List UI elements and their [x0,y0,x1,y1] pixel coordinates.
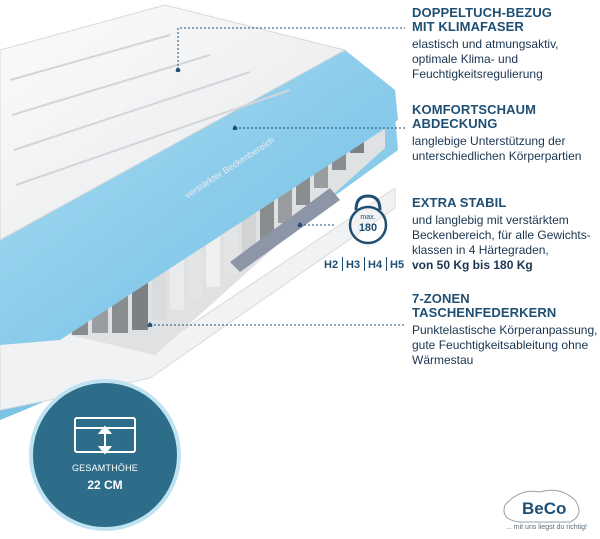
feature-foam: KOMFORTSCHAUM ABDECKUNG langlebige Unter… [412,103,598,164]
feature-description: und langlebig mit verstärktem Beckenbere… [412,213,591,272]
top-cover [0,4,347,241]
feature-title: DOPPELTUCH-BEZUG MIT KLIMAFASER [412,5,553,34]
hardness-h5: H5 [390,259,405,271]
feature-description: langlebige Unterstützung der unterschied… [412,134,582,163]
leader-line-cover [177,27,405,70]
height-badge-circle [29,379,181,531]
feature-springs: 7-ZONEN TASCHENFEDERKERN Punktelastische… [412,292,598,368]
feature-description: Punktelastische Körperanpassung, gute Fe… [412,323,598,367]
feature-cover: DOPPELTUCH-BEZUG MIT KLIMAFASER elastisc… [412,6,598,82]
hardness-h2: H2 [324,259,339,271]
hardness-h3: H3 [346,259,361,271]
kettlebell-icon [348,194,388,245]
feature-title: KOMFORTSCHAUM ABDECKUNG [412,102,537,131]
hardness-h4: H4 [368,259,383,271]
kettlebell-value: 180 [358,222,378,234]
brand-name: BeCo [522,499,567,518]
height-label: GESAMTHÖHE [71,463,138,473]
double-arrow-icon [97,425,113,455]
comfort-foam-layer [0,50,398,345]
brand-tagline: ... mit uns liegst du richtig! [506,524,587,531]
height-value: 22 CM [87,478,123,492]
feature-stable: EXTRA STABIL und langlebig mit verstärkt… [412,196,598,273]
feature-title: 7-ZONEN TASCHENFEDERKERN [412,291,557,320]
feature-description: elastisch und atmungsaktiv, optimale Kli… [412,37,559,81]
kettlebell-max-label: max. [360,214,376,221]
feature-title: EXTRA STABIL [412,195,507,210]
beco-logo-mark [503,489,580,523]
